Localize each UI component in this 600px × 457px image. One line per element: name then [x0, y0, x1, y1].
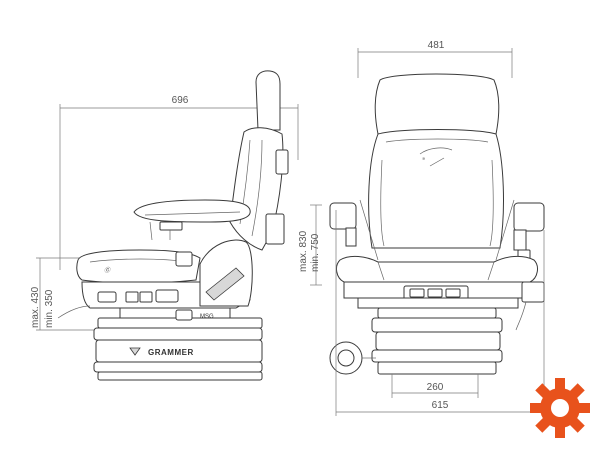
front-control-b	[427, 288, 443, 298]
side-recline-lever	[275, 149, 289, 175]
side-control-3	[139, 291, 153, 303]
side-base-bellow-2	[93, 361, 263, 373]
side-control-4	[155, 289, 179, 303]
side-base-bellow-1	[93, 327, 263, 341]
dim-front-top: 481	[357, 40, 513, 78]
dim-label-260: 260	[427, 382, 444, 393]
front-base-bellow-1	[371, 317, 503, 333]
side-badge-box	[175, 309, 193, 321]
side-lumbar-knob	[175, 251, 193, 267]
side-armrest-hinge	[265, 213, 285, 245]
front-armrest-left-post	[345, 227, 357, 247]
dim-label-min350: min. 350	[44, 289, 55, 328]
dim-label-615: 615	[432, 400, 449, 411]
svg-text:≋: ≋	[422, 156, 425, 161]
front-base-top	[377, 307, 497, 319]
side-control-1	[97, 291, 117, 303]
front-headrest	[374, 73, 500, 135]
side-shell	[199, 239, 253, 307]
brand-mark-icon	[129, 347, 141, 356]
side-headrest	[255, 70, 281, 131]
side-armrest	[133, 199, 251, 223]
side-base-bottom	[97, 371, 263, 381]
front-armrest-left	[329, 202, 357, 230]
front-seat-cushion	[336, 255, 538, 283]
front-control-c	[445, 288, 461, 298]
front-base-bottom	[377, 361, 497, 375]
side-armrest-adjuster	[159, 221, 183, 231]
front-armrest-right-post	[513, 229, 527, 251]
gear-icon	[530, 378, 590, 438]
side-view: 696 max. 430 min. 350 max. 830 min. 750	[30, 70, 322, 381]
seat-script-logo: Ⓖ	[104, 266, 111, 274]
side-control-2	[125, 291, 139, 303]
side-badge-label: MSG	[200, 314, 214, 320]
front-view: 481 ≋	[329, 40, 545, 416]
front-armrest-right	[513, 202, 545, 232]
dim-label-696: 696	[172, 95, 189, 106]
dim-front-base: 260	[391, 374, 479, 398]
height-knob-inner	[337, 349, 355, 367]
front-base-bellow-2	[371, 349, 503, 363]
base-brand-label: GRAMMER	[148, 348, 194, 357]
dim-label-481: 481	[428, 40, 445, 51]
dim-label-max830: max. 830	[298, 230, 309, 272]
side-shell-handle	[205, 267, 245, 301]
side-seat-cushion	[76, 249, 201, 284]
front-slide-rail	[357, 297, 519, 309]
backrest-logo: ≋	[419, 147, 453, 167]
front-base-body	[375, 331, 501, 351]
front-backrest	[368, 129, 504, 249]
front-control-a	[409, 288, 425, 298]
dim-label-min750: min. 750	[310, 233, 321, 272]
front-side-handle	[521, 281, 545, 303]
dim-backrest-height: max. 830 min. 750	[298, 204, 322, 286]
dim-label-max430: max. 430	[30, 286, 41, 328]
